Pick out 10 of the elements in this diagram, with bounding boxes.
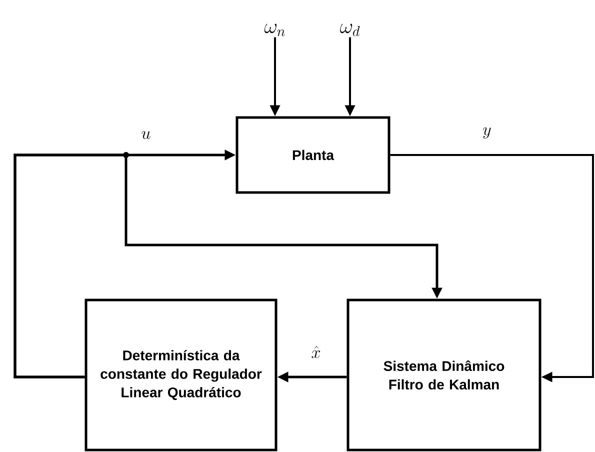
block-box: Planta [236, 116, 390, 194]
block-box: Sistema Dinâmico Filtro de Kalman [346, 298, 542, 452]
edge-label: $u$ [140, 130, 152, 140]
edge-label: $\hat{x}$ [310, 345, 322, 359]
input-symbol: $\omega_n$ [264, 24, 285, 36]
edge-label: $y$ [482, 126, 492, 140]
block-box: Determinística da constante do Regulador Linear Quadrático [84, 298, 278, 452]
arrow [14, 154, 442, 378]
input-symbol: $\omega_d$ [340, 24, 360, 36]
arrow [390, 154, 594, 382]
